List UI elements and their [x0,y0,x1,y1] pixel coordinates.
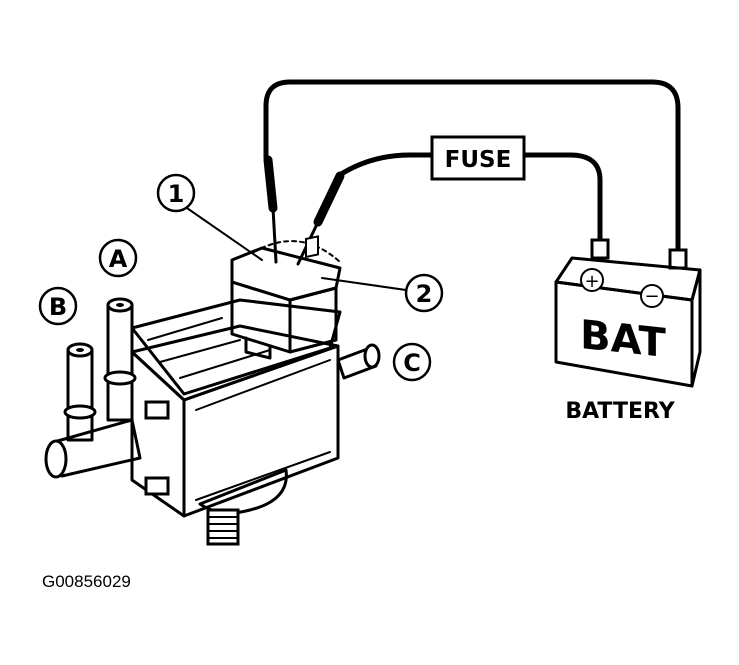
port-c [336,343,381,380]
svg-text:2: 2 [416,280,433,308]
svg-text:C: C [403,349,421,377]
battery: + − BAT [554,238,702,388]
port-a [103,297,137,422]
svg-text:B: B [49,293,67,321]
clip-lower [144,476,170,496]
fuse: FUSE [430,135,526,181]
svg-text:1: 1 [168,180,185,208]
side-nozzle [44,418,142,479]
clip-upper [144,400,170,420]
threaded-stud [206,508,240,546]
callout-2: 2 [321,273,444,313]
wire-harness [263,79,681,266]
svg-text:A: A [109,245,128,273]
solenoid-valve [44,235,381,546]
callout-c: C [392,342,432,382]
electrical-connector [230,235,342,360]
fuse-label: FUSE [445,147,512,173]
port-b [63,342,97,442]
battery-positive-post [590,238,610,260]
fuse-wire-left [335,152,435,179]
battery-caption: BATTERY [565,399,675,424]
callout-b: B [38,286,78,326]
fuse-wire-right [521,152,603,243]
battery-body-label: BAT [580,312,666,367]
ground-wire [263,79,681,253]
callout-a: A [98,238,138,278]
callout-1: 1 [156,173,263,261]
battery-minus-symbol: − [644,286,659,307]
battery-negative-post [668,248,688,270]
valve-body [182,344,340,518]
battery-plus-symbol: + [584,271,599,292]
figure-id: G00856029 [42,572,131,591]
probe-lead-1 [263,155,278,264]
